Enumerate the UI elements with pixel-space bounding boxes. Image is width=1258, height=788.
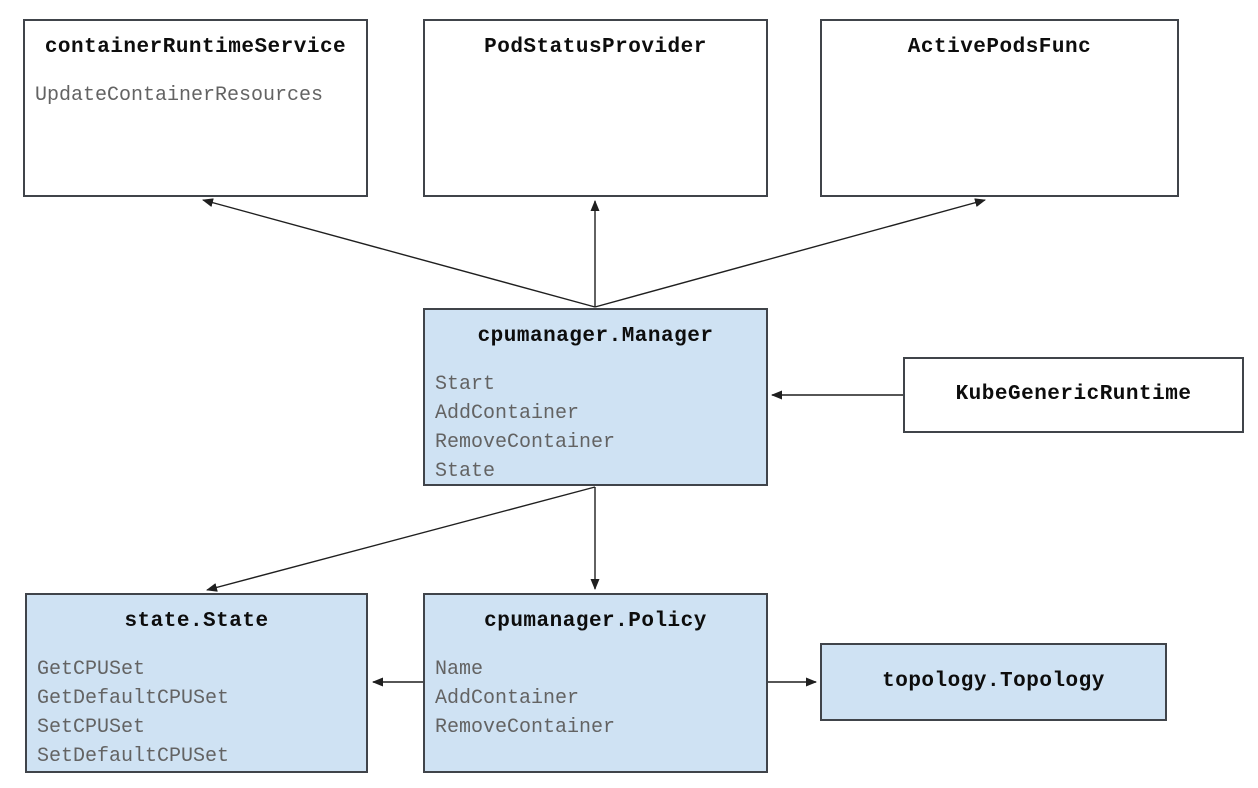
- box-state-state: state.State GetCPUSet GetDefaultCPUSet S…: [25, 593, 368, 773]
- box-title-active-pods-func: ActivePodsFunc: [907, 36, 1092, 59]
- box-cpumanager-manager: cpumanager.Manager Start AddContainer Re…: [423, 308, 768, 486]
- method-state: State: [435, 460, 496, 483]
- box-title-state-state: state.State: [124, 610, 269, 633]
- method-update-container-resources: UpdateContainerResources: [35, 84, 324, 107]
- box-title-topology-topology: topology.Topology: [882, 670, 1105, 693]
- box-methods-cpumanager-manager: Start AddContainer RemoveContainer State: [425, 370, 766, 486]
- box-title-pod-status-provider: PodStatusProvider: [484, 36, 707, 59]
- box-pod-status-provider: PodStatusProvider: [423, 19, 768, 197]
- box-methods-container-runtime-service: UpdateContainerResources: [25, 81, 366, 110]
- method-set-default-cpuset: SetDefaultCPUSet: [37, 745, 230, 768]
- box-active-pods-func: ActivePodsFunc: [820, 19, 1179, 197]
- box-methods-cpumanager-policy: Name AddContainer RemoveContainer: [425, 655, 766, 742]
- arrow-manager-to-container-runtime-service: [202, 198, 596, 308]
- method-get-cpuset: GetCPUSet: [37, 658, 146, 681]
- method-start: Start: [435, 373, 496, 396]
- method-get-default-cpuset: GetDefaultCPUSet: [37, 687, 230, 710]
- method-add-container: AddContainer: [435, 402, 580, 425]
- method-name: Name: [435, 658, 484, 681]
- box-title-cpumanager-manager: cpumanager.Manager: [477, 325, 714, 348]
- method-set-cpuset: SetCPUSet: [37, 716, 146, 739]
- method-remove-container: RemoveContainer: [435, 716, 616, 739]
- box-topology-topology: topology.Topology: [820, 643, 1167, 721]
- box-title-kube-generic-runtime: KubeGenericRuntime: [955, 383, 1192, 406]
- arrow-manager-to-state-state: [206, 486, 596, 592]
- box-kube-generic-runtime: KubeGenericRuntime: [903, 357, 1244, 433]
- box-title-container-runtime-service: containerRuntimeService: [44, 36, 347, 59]
- arrow-manager-to-active-pods-func: [594, 198, 986, 308]
- box-cpumanager-policy: cpumanager.Policy Name AddContainer Remo…: [423, 593, 768, 773]
- box-container-runtime-service: containerRuntimeService UpdateContainerR…: [23, 19, 368, 197]
- method-add-container: AddContainer: [435, 687, 580, 710]
- method-remove-container: RemoveContainer: [435, 431, 616, 454]
- box-title-cpumanager-policy: cpumanager.Policy: [484, 610, 707, 633]
- box-methods-state-state: GetCPUSet GetDefaultCPUSet SetCPUSet Set…: [27, 655, 366, 771]
